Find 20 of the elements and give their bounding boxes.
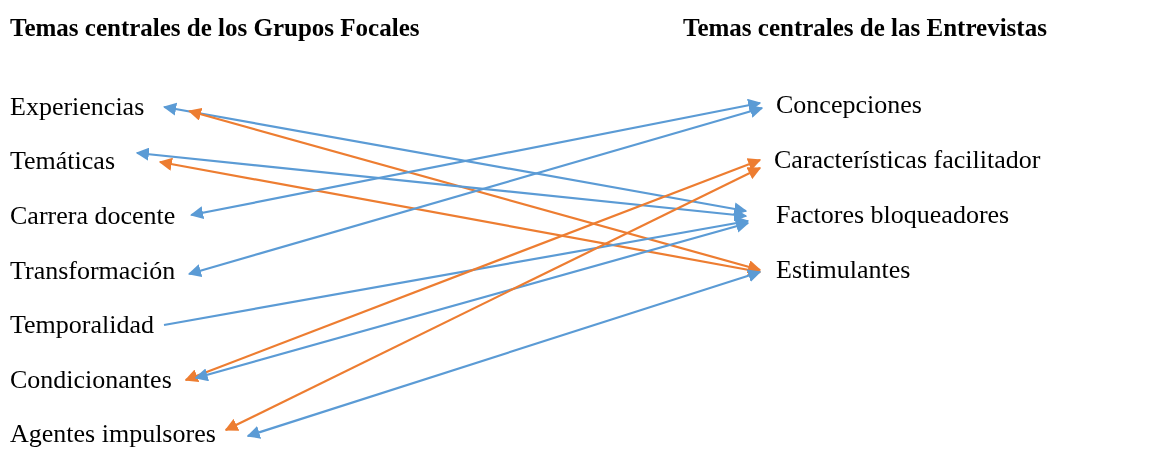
arrow <box>194 219 750 382</box>
theme-label: Carrera docente <box>10 201 176 231</box>
arrow <box>224 167 762 431</box>
theme-label: Estimulantes <box>776 255 911 285</box>
theme-label: Concepciones <box>776 90 922 120</box>
column-heading: Temas centrales de los Grupos Focales <box>10 14 420 42</box>
arrow <box>163 216 750 327</box>
arrow <box>184 158 762 382</box>
theme-label: Características facilitador <box>774 145 1041 175</box>
arrow <box>246 269 762 439</box>
theme-label: Experiencias <box>10 92 145 122</box>
theme-label: Temporalidad <box>10 310 154 340</box>
theme-label: Transformación <box>10 256 176 286</box>
arrow <box>135 147 748 222</box>
theme-label: Temáticas <box>10 146 115 176</box>
theme-label: Agentes impulsores <box>10 419 216 449</box>
theme-label: Condicionantes <box>10 365 172 395</box>
theme-label: Factores bloqueadores <box>776 200 1010 230</box>
column-heading: Temas centrales de las Entrevistas <box>683 14 1047 42</box>
arrow <box>158 157 762 277</box>
